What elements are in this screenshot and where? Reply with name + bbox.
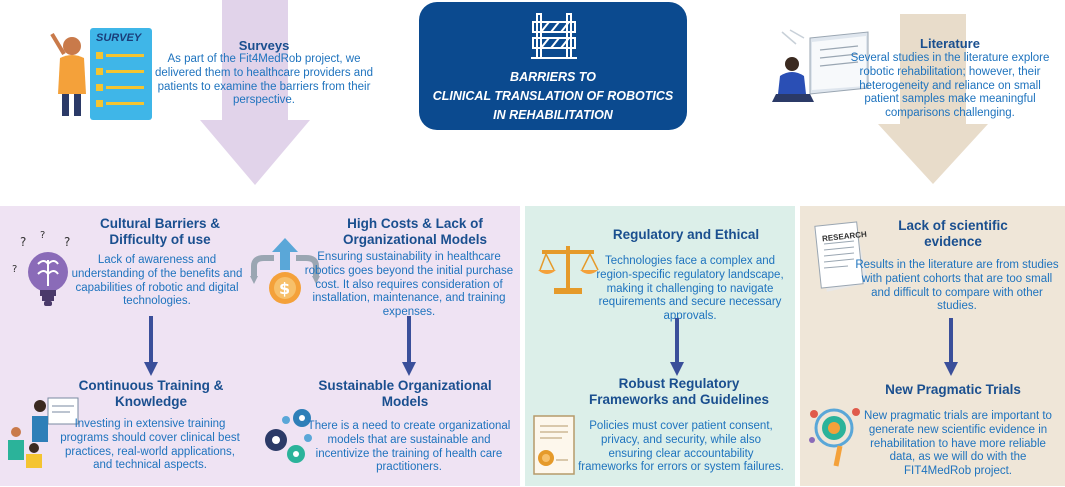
training-title-line1: Continuous Training &	[78, 378, 224, 393]
center-title: BARRIERS TO CLINICAL TRANSLATION OF ROBO…	[419, 68, 687, 124]
cultural-title: Cultural Barriers & Difficulty of use	[70, 216, 250, 248]
literature-text: Several studies in the literature explor…	[850, 52, 1050, 120]
surveys-title: Surveys	[238, 38, 290, 53]
regulatory-text: Technologies face a complex and region-s…	[596, 255, 784, 323]
cultural-title-line2: Difficulty of use	[109, 232, 211, 248]
research-paper-icon	[814, 221, 868, 292]
barrier-icon	[531, 13, 577, 59]
training-people-icon	[8, 397, 79, 468]
svg-text:?: ?	[12, 264, 17, 275]
survey-clipboard-icon	[50, 28, 152, 120]
center-title-line2: CLINICAL TRANSLATION OF ROBOTICS	[432, 88, 674, 103]
center-title-line1: BARRIERS TO	[510, 70, 596, 84]
frameworks-text: Policies must cover patient consent, pri…	[578, 420, 784, 474]
regulatory-to-frameworks-arrow	[670, 318, 684, 376]
lack-title: Lack of scientific evidence	[858, 218, 1048, 250]
costs-to-sustainable-arrow	[402, 316, 416, 376]
svg-text:?: ?	[64, 235, 70, 249]
lack-title-line2: evidence	[924, 234, 982, 250]
svg-text:?: ?	[40, 230, 45, 241]
costs-text: Ensuring sustainability in healthcare ro…	[304, 251, 514, 319]
costs-title: High Costs & Lack of Organizational Mode…	[315, 216, 515, 248]
sustainable-title-line2: Models	[381, 394, 429, 410]
svg-text:?: ?	[20, 235, 26, 249]
center-title-line3: IN REHABILITATION	[493, 107, 613, 122]
brain-bulb-icon: ? ? ? ?	[12, 230, 70, 306]
purple-panel	[0, 206, 520, 486]
lack-to-pragmatic-arrow	[944, 318, 958, 376]
sustainable-title-line1: Sustainable Organizational	[318, 378, 492, 393]
scales-icon	[538, 246, 599, 294]
svg-text:$: $	[279, 279, 290, 298]
cultural-title-line1: Cultural Barriers &	[99, 216, 221, 231]
lack-title-line1: Lack of scientific	[898, 218, 1008, 233]
literature-reading-icon	[772, 29, 869, 102]
cost-arrows-icon: $	[250, 238, 320, 304]
frameworks-title: Robust Regulatory Frameworks and Guideli…	[570, 376, 788, 408]
literature-flow-arrow	[878, 14, 988, 184]
center-title-box: BARRIERS TO CLINICAL TRANSLATION OF ROBO…	[419, 2, 687, 130]
sustainable-text: There is a need to create organizational…	[307, 420, 511, 474]
frameworks-title-line1: Robust Regulatory	[618, 376, 740, 391]
gears-icon	[265, 409, 312, 463]
cultural-to-training-arrow	[144, 316, 158, 376]
pragmatic-text: New pragmatic trials are important to ge…	[864, 410, 1052, 478]
costs-title-line2: Organizational Models	[342, 232, 488, 248]
survey-illustration: SURVEY	[46, 24, 158, 124]
training-text: Investing in extensive training programs…	[60, 418, 240, 472]
cultural-text: Lack of awareness and understanding of t…	[71, 254, 243, 308]
sustainable-title: Sustainable Organizational Models	[300, 378, 510, 410]
surveys-flow-arrow	[200, 0, 310, 185]
costs-title-line1: High Costs & Lack of	[347, 216, 483, 231]
literature-title: Literature	[920, 36, 980, 51]
regulatory-title: Regulatory and Ethical	[612, 227, 760, 242]
survey-label: SURVEY	[96, 32, 142, 44]
training-title: Continuous Training & Knowledge	[56, 378, 246, 410]
lack-text: Results in the literature are from studi…	[855, 259, 1059, 313]
target-magnifier-icon	[809, 408, 860, 467]
certificate-icon	[533, 415, 575, 475]
surveys-text: As part of the Fit4MedRob project, we de…	[155, 53, 373, 107]
pragmatic-title: New Pragmatic Trials	[885, 382, 1021, 397]
training-title-line2: Knowledge	[114, 394, 187, 410]
frameworks-title-line2: Frameworks and Guidelines	[588, 392, 770, 408]
